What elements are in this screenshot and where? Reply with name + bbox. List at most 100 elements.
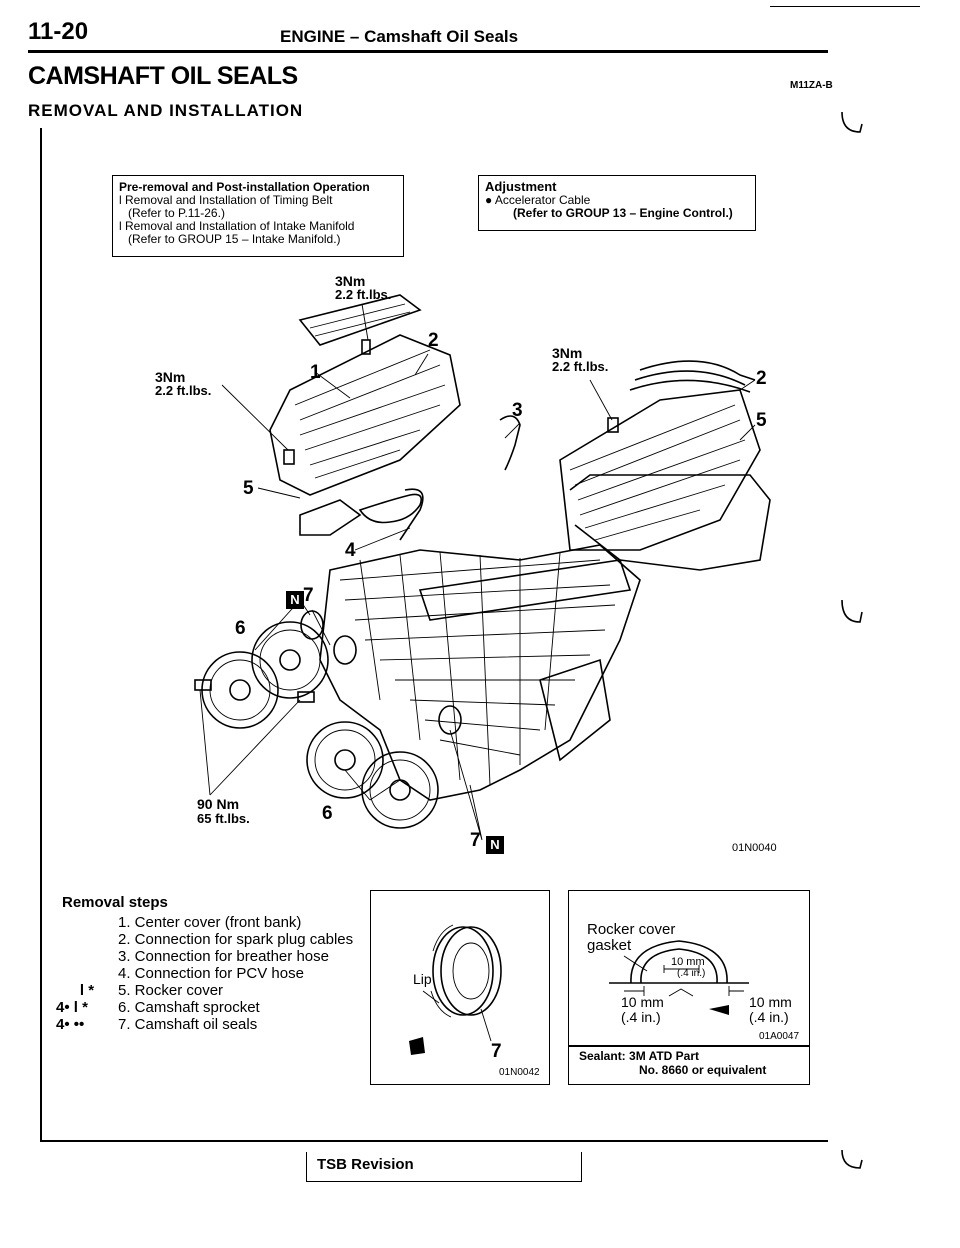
torque-right-ftlbs: 2.2 ft.lbs. [552,359,609,374]
removal-step: 4• l * 6. Camshaft sprocket [56,999,366,1016]
figure-code-main: 01N0040 [732,842,777,854]
tsb-revision-label: TSB Revision [317,1156,414,1173]
adjustment-box: Adjustment ● Accelerator Cable (Refer to… [478,175,756,231]
pre-removal-item-1: l Removal and Installation of Timing Bel… [119,194,397,207]
removal-step: 4. Connection for PCV hose [56,965,366,982]
step-marks: l * [79,982,95,999]
dim-top-mm: 10 mm [671,956,705,968]
torque-top-ftlbs: 2.2 ft.lbs. [335,287,392,302]
section-code: M11ZA-B [790,80,833,91]
step-marks [56,965,118,982]
step-marks [56,948,118,965]
bullet: l [119,193,122,207]
page-number: 11-20 [28,18,89,45]
torque-top-nm: 3Nm [335,273,366,289]
step-marks: 4• •• [56,1016,85,1033]
pre-removal-item-1-ref: (Refer to P.11-26.) [128,206,225,220]
step-marks [56,931,118,948]
removal-step: 1. Center cover (front bank) [56,914,366,931]
torque-bottom-ftlbs: 65 ft.lbs. [197,811,250,826]
callout-5-rear: 5 [756,410,767,431]
camshaft-oil-seal-parts [300,610,462,735]
pre-removal-item-text: Removal and Installation of Intake Manif… [125,219,355,233]
callout-3: 3 [512,400,523,421]
dim-top-in: (.4 in.) [677,968,706,979]
torque-right-nm: 3Nm [552,345,583,361]
lip-label: Lip [413,971,432,987]
removal-step: 3. Connection for breather hose [56,948,366,965]
step-marks [56,914,118,931]
step-text: 4. Connection for PCV hose [118,965,304,982]
gasket-label-line1: Rocker cover [587,921,676,938]
dim-left-in: (.4 in.) [621,1009,661,1025]
figure-code-gasket: 01A0047 [759,1031,800,1042]
adjustment-item-text: Accelerator Cable [494,193,591,207]
header-rule [28,50,828,53]
step-text: 2. Connection for spark plug cables [118,931,354,948]
rocker-cover-front [269,294,521,541]
camshaft-sprockets [201,621,439,829]
new-part-mark-bottom: N [486,836,504,854]
gasket-label-line2: gasket [587,937,632,954]
leader-lines [199,303,756,841]
step-text: 1. Center cover (front bank) [118,914,302,931]
sealant-line2: No. 8660 or equivalent [639,1063,767,1077]
engine-exploded-diagram [194,294,771,841]
step-text: 5. Rocker cover [118,982,224,999]
bullet: l [119,219,122,233]
dim-right-in: (.4 in.) [749,1009,789,1025]
callout-7-bottom: 7 [470,830,481,851]
figure-code-seal: 01N0042 [499,1067,540,1078]
step-marks: 4• l * [56,999,88,1016]
callout-2-rear: 2 [756,368,767,389]
page-header-title: ENGINE – Camshaft Oil Seals [280,27,519,46]
callout-7: 7 [303,585,314,606]
adjustment-ref: (Refer to GROUP 13 – Engine Control.) [513,206,733,220]
step-text: 6. Camshaft sprocket [118,999,260,1016]
oil-seal-drawing [409,924,502,1055]
step-text: 3. Connection for breather hose [118,948,329,965]
header-top-rule [770,6,920,7]
page-left-rule [40,128,42,1140]
section-subtitle: REMOVAL AND INSTALLATION [28,101,304,120]
oil-seal-figure: Lip 7 01N0042 [370,890,550,1085]
sealant-line1: Sealant: 3M ATD Part [579,1049,700,1063]
dim-right-mm: 10 mm [749,994,792,1010]
step-text: 7. Camshaft oil seals [118,1016,258,1033]
footer-rule [40,1140,828,1142]
seal-callout-7: 7 [491,1041,502,1062]
callout-6-bottom: 6 [322,803,333,824]
rocker-cover-rear [559,360,771,571]
sprocket-bolts [194,339,619,703]
gasket-drawing [609,940,749,1015]
adjustment-heading: Adjustment [485,179,557,194]
dim-left-mm: 10 mm [621,994,664,1010]
callout-1: 1 [310,362,321,383]
torque-left-nm: 3Nm [155,369,186,385]
tsb-revision-box: TSB Revision [306,1152,582,1182]
torque-bottom-nm: 90 Nm [197,796,240,812]
engine-block [319,544,641,801]
torque-left-ftlbs: 2.2 ft.lbs. [155,383,212,398]
pre-removal-box: Pre-removal and Post-installation Operat… [112,175,404,257]
section-title: CAMSHAFT OIL SEALS [28,62,298,90]
removal-steps-list: 1. Center cover (front bank) 2. Connecti… [56,914,366,1033]
removal-step: 4• •• 7. Camshaft oil seals [56,1016,366,1033]
removal-steps-heading: Removal steps [62,894,168,911]
callout-5: 5 [243,478,254,499]
gasket-figure: Rocker cover gasket 10 mm (.4 in.) 10 mm… [568,890,810,1085]
pre-removal-item-2-ref: (Refer to GROUP 15 – Intake Manifold.) [128,232,341,246]
callout-4: 4 [345,540,356,561]
binding-marks [841,111,863,1169]
removal-step: l * 5. Rocker cover [56,982,366,999]
pre-removal-heading: Pre-removal and Post-installation Operat… [119,180,370,194]
bullet: ● [485,193,493,207]
adjustment-item: ● Accelerator Cable [485,194,749,207]
new-part-mark-top: N [286,591,304,609]
removal-step: 2. Connection for spark plug cables [56,931,366,948]
pre-removal-item-text: Removal and Installation of Timing Belt [125,193,333,207]
gasket-sealant-divider [569,1045,809,1047]
pre-removal-item-2: l Removal and Installation of Intake Man… [119,220,397,233]
callout-6: 6 [235,618,246,639]
callout-2: 2 [428,330,439,351]
